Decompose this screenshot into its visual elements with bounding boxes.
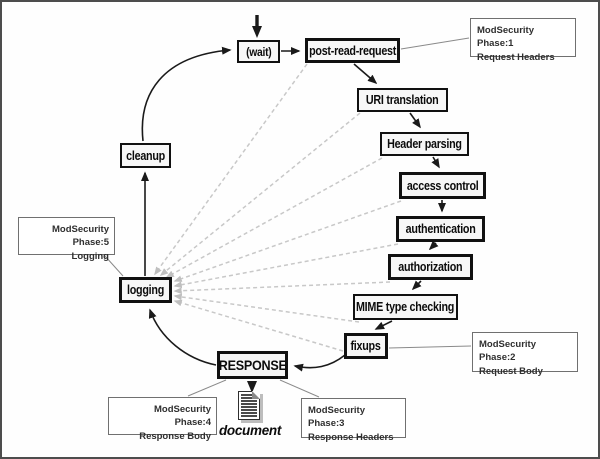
- annotation-modsecurity-phase3: ModSecurity Phase:3 Response Headers: [301, 398, 406, 443]
- node-access-control: access control: [399, 172, 486, 199]
- annotation-line2: Response Headers: [308, 431, 394, 443]
- document-icon: [238, 391, 260, 420]
- node-label: access control: [406, 178, 479, 193]
- document-page-shape: [238, 391, 260, 420]
- node-fixups: fixups: [344, 333, 388, 359]
- document-folded-corner: [252, 391, 260, 399]
- annotation-modsecurity-phase2: ModSecurity Phase:2 Request Body: [472, 332, 578, 377]
- node-mime-type-checking: MIME type checking: [353, 294, 458, 320]
- node-label: cleanup: [126, 148, 165, 163]
- annotation-modsecurity-phase1: ModSecurity Phase:1 Request Headers: [470, 18, 576, 63]
- annotation-line1: ModSecurity Phase:2: [479, 339, 537, 364]
- flow-arrows: [141, 15, 446, 393]
- node-response: RESPONSE: [217, 351, 288, 379]
- node-label: RESPONSE: [218, 357, 287, 373]
- node-authorization: authorization: [388, 254, 473, 280]
- node-label: (wait): [245, 44, 272, 59]
- node-label: authentication: [405, 222, 476, 236]
- annotation-line1: ModSecurity Phase:4: [153, 404, 211, 429]
- annotation-line1: ModSecurity Phase:5: [51, 224, 109, 249]
- node-label: fixups: [350, 339, 382, 353]
- dashed-logging-connectors: [154, 63, 402, 352]
- annotation-modsecurity-phase4: ModSecurity Phase:4 Response Body: [108, 397, 217, 442]
- node-label: post-read-request: [309, 43, 397, 58]
- node-header-parsing: Header parsing: [380, 132, 469, 156]
- node-wait: (wait): [237, 40, 280, 63]
- node-label: logging: [126, 283, 165, 297]
- node-label: MIME type checking: [356, 300, 455, 314]
- node-label: authorization: [398, 260, 463, 274]
- annotation-line2: Logging: [71, 250, 109, 262]
- annotation-line1: ModSecurity Phase:3: [308, 405, 366, 430]
- node-label: Header parsing: [387, 137, 462, 151]
- annotation-line1: ModSecurity Phase:1: [477, 25, 535, 50]
- node-label: URI translation: [366, 93, 439, 107]
- annotation-line2: Response Body: [139, 430, 211, 442]
- node-post-read-request: post-read-request: [305, 38, 400, 63]
- annotation-line2: Request Body: [479, 365, 543, 377]
- annotation-line2: Request Headers: [477, 51, 555, 63]
- annotation-modsecurity-phase5: ModSecurity Phase:5 Logging: [18, 217, 115, 262]
- document-text-lines: [241, 394, 257, 417]
- annotation-leader-lines: [104, 37, 472, 398]
- node-cleanup: cleanup: [120, 143, 171, 168]
- node-logging: logging: [119, 277, 172, 303]
- node-authentication: authentication: [396, 216, 485, 242]
- node-uri-translation: URI translation: [357, 88, 448, 112]
- document-label: document: [218, 423, 282, 438]
